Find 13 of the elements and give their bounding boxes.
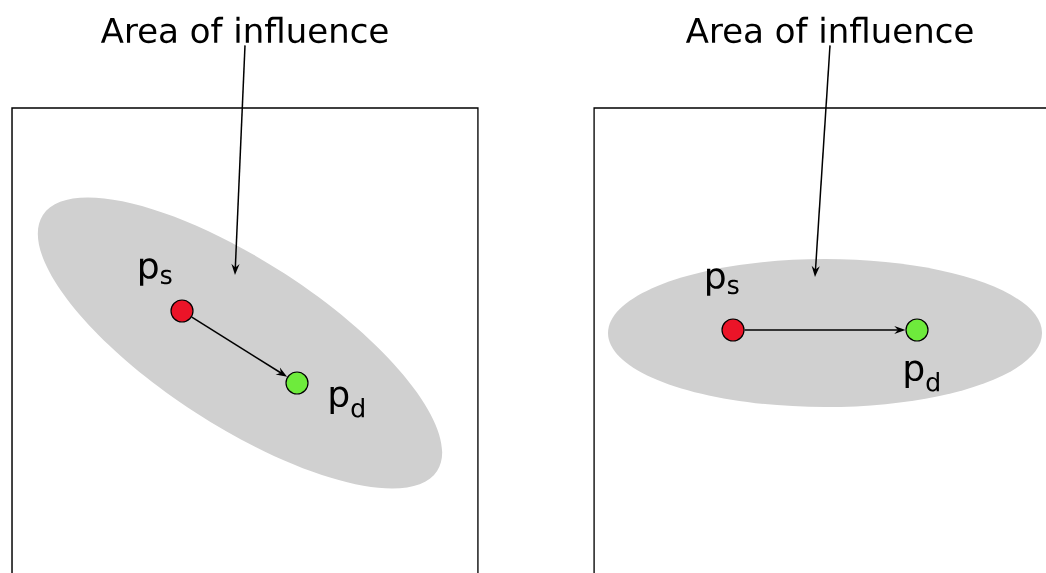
point-label: p$_{s}$ bbox=[707, 268, 739, 296]
point-dot bbox=[721, 318, 745, 342]
point-dot bbox=[285, 371, 309, 395]
panel-frame bbox=[11, 107, 479, 573]
point-dot bbox=[905, 318, 929, 342]
callout-label: Area of influence bbox=[685, 16, 973, 44]
point-label: p$_{d}$ bbox=[330, 386, 364, 418]
point-label: p$_{s}$ bbox=[140, 258, 172, 286]
point-dot bbox=[170, 299, 194, 323]
callout-label: Area of influence bbox=[100, 16, 388, 44]
panel-frame bbox=[593, 107, 1046, 573]
influence-ellipse bbox=[608, 259, 1042, 407]
point-label: p$_{d}$ bbox=[905, 360, 939, 392]
